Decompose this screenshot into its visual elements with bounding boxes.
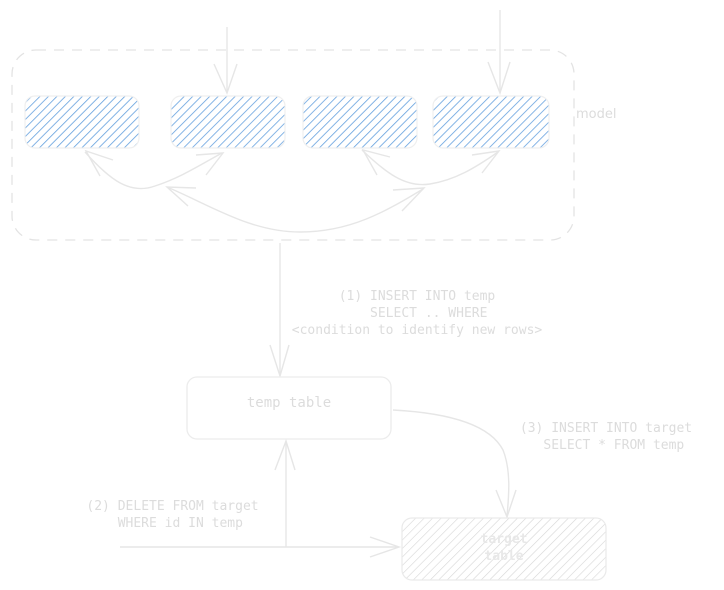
step1-label: (1) INSERT INTO temp SELECT .. WHERE <co… xyxy=(291,289,543,338)
target-table-node[interactable] xyxy=(401,517,607,581)
step2-label: (2) DELETE FROM target WHERE id IN temp xyxy=(86,499,259,531)
link-node1-node2 xyxy=(84,149,225,190)
temp-table-node[interactable] xyxy=(186,376,392,440)
group-label-model: model xyxy=(576,107,617,122)
link-node3-node4 xyxy=(361,148,501,186)
arrow-temp-to-target xyxy=(392,409,517,520)
temp-table-label: temp table xyxy=(246,395,332,411)
target-table-label: target table xyxy=(480,532,528,564)
model-group-frame xyxy=(11,49,575,241)
incoming-arrow-node-2 xyxy=(213,27,238,95)
arrow-model-to-temp xyxy=(269,243,290,379)
incoming-arrow-node-4 xyxy=(487,10,511,96)
arrow-delete-flow xyxy=(120,438,402,558)
model-node-2[interactable] xyxy=(170,95,286,149)
model-node-4[interactable] xyxy=(432,95,550,149)
model-node-1[interactable] xyxy=(24,95,140,149)
step3-label: (3) INSERT INTO target SELECT * FROM tem… xyxy=(519,421,693,453)
link-bottom-curve xyxy=(165,186,426,233)
model-node-3[interactable] xyxy=(302,95,418,149)
